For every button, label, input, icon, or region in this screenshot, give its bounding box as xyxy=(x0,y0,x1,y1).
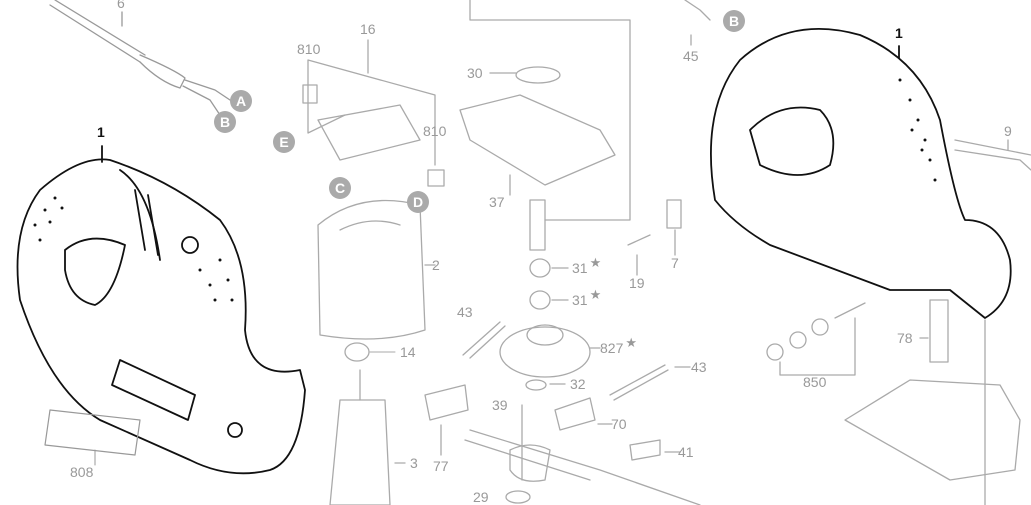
part-label-810: 810 xyxy=(297,41,321,57)
armature xyxy=(329,369,406,505)
part-label-31: 31★ xyxy=(572,255,602,276)
part-label-9: 9 xyxy=(1004,123,1012,139)
part-label-1-housing-left: 1 xyxy=(97,124,105,140)
part-label-43: 43 xyxy=(457,304,473,320)
part-label-2: 2 xyxy=(432,257,440,273)
part-label-41: 41 xyxy=(678,444,694,460)
star-marker: ★ xyxy=(589,255,602,270)
part-label-70: 70 xyxy=(611,416,627,432)
part-label-43: 43 xyxy=(691,359,707,375)
part-label-3: 3 xyxy=(410,455,418,471)
part-label-30: 30 xyxy=(467,65,483,81)
power-cord xyxy=(49,0,231,116)
dot-pattern xyxy=(33,196,234,302)
right-parts xyxy=(627,0,1031,505)
part-label-37: 37 xyxy=(489,194,505,210)
part-label-31: 31★ xyxy=(572,287,602,308)
callout-a: A xyxy=(230,90,252,112)
callout-c: C xyxy=(329,177,351,199)
part-label-16: 16 xyxy=(360,21,376,37)
part-label-29: 29 xyxy=(473,489,489,505)
gear-train xyxy=(424,0,701,505)
star-marker: ★ xyxy=(589,287,602,302)
callout-b: B xyxy=(214,111,236,133)
part-label-850: 850 xyxy=(803,374,827,390)
part-label-7: 7 xyxy=(671,255,679,271)
part-label-19: 19 xyxy=(629,275,645,291)
label-plate-808 xyxy=(44,409,141,456)
part-label-78: 78 xyxy=(897,330,913,346)
part-label-6: 6 xyxy=(117,0,125,11)
star-marker: ★ xyxy=(625,335,638,350)
switch-assembly xyxy=(302,39,445,187)
callout-d: D xyxy=(407,191,429,213)
right-dot-pattern xyxy=(898,78,937,182)
part-label-45: 45 xyxy=(683,48,699,64)
part-label-808: 808 xyxy=(70,464,94,480)
part-label-810: 810 xyxy=(423,123,447,139)
part-label-77: 77 xyxy=(433,458,449,474)
part-label-32: 32 xyxy=(570,376,586,392)
part-label-39: 39 xyxy=(492,397,508,413)
motor-stator xyxy=(317,199,436,340)
right-housing-half xyxy=(710,27,1012,319)
part-label-827: 827★ xyxy=(600,335,638,356)
part-label-14: 14 xyxy=(400,344,416,360)
callout-b: B xyxy=(723,10,745,32)
left-housing-half xyxy=(16,145,306,475)
part-label-1-housing-right: 1 xyxy=(895,25,903,41)
callout-e: E xyxy=(273,131,295,153)
